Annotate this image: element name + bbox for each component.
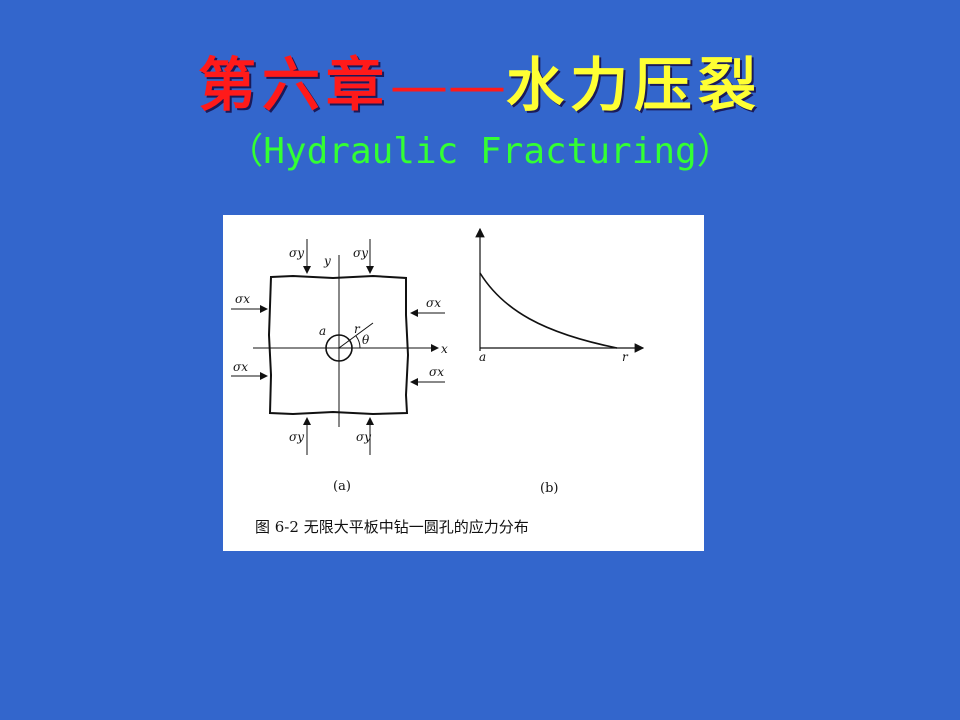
label-b-a: a xyxy=(479,350,486,364)
panel-b-label: (b) xyxy=(540,481,559,496)
label-sigma-y-bottom-right: σy xyxy=(356,430,371,444)
label-r: r xyxy=(354,322,361,336)
label-sigma-x-left-top: σx xyxy=(235,292,250,306)
radius-line xyxy=(338,322,374,349)
label-b-r: r xyxy=(622,350,629,364)
label-sigma-y-top-left: σy xyxy=(289,246,304,260)
label-sigma-y-bottom-left: σy xyxy=(289,430,304,444)
label-sigma-x-right-top: σx xyxy=(426,296,441,310)
title-dash: —— xyxy=(390,51,506,119)
label-sigma-x-left-bottom: σx xyxy=(233,360,248,374)
slide-title: 第六章——水力压裂 xyxy=(0,38,960,122)
figure-panel: σy σy σy σy σx σx σx σx y x a r θ a r (a… xyxy=(223,215,704,551)
label-sigma-y-top-right: σy xyxy=(353,246,368,260)
stress-diagram: σy σy σy σy σx σx σx σx y x a r θ a r xyxy=(231,227,645,455)
b-stress-curve xyxy=(479,272,618,349)
label-a: a xyxy=(319,324,326,338)
theta-arc xyxy=(355,335,361,349)
label-sigma-x-right-bottom: σx xyxy=(429,365,444,379)
figure-caption: 图 6-2 无限大平板中钻一圆孔的应力分布 xyxy=(255,518,529,536)
plate-outline xyxy=(267,274,410,416)
label-theta: θ xyxy=(362,333,370,347)
panel-a-label: (a) xyxy=(333,479,351,494)
label-y-axis: y xyxy=(323,254,331,268)
title-chapter: 第六章 xyxy=(197,51,390,119)
title-topic: 水力压裂 xyxy=(506,51,763,119)
slide-subtitle: （Hydraulic Fracturing） xyxy=(227,131,733,172)
label-x-axis: x xyxy=(441,342,448,356)
hole-circle xyxy=(325,334,353,362)
